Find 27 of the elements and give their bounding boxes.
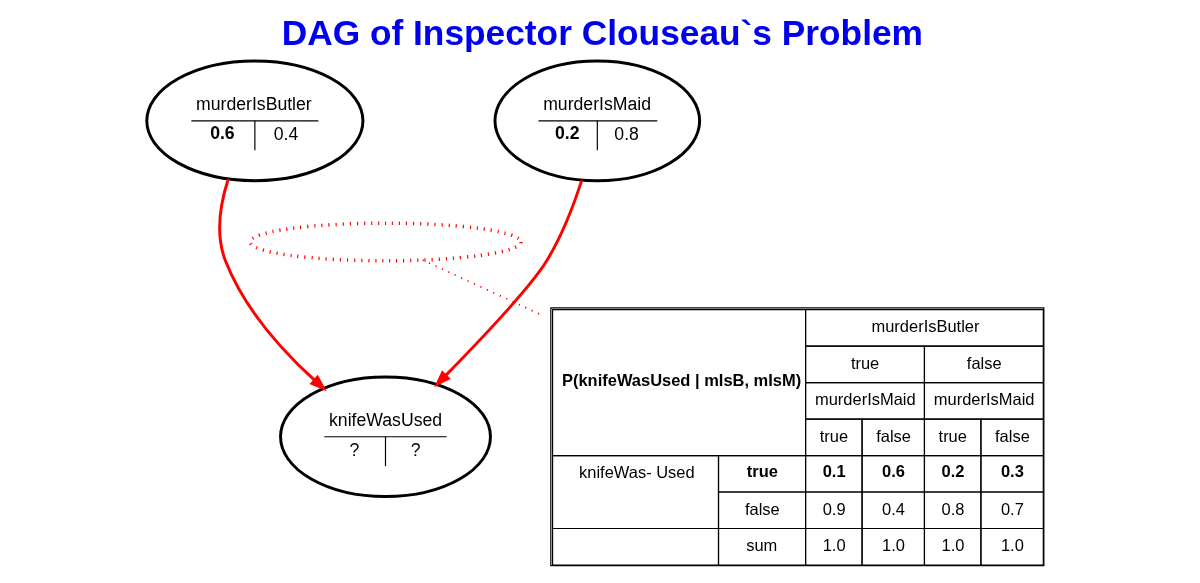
label: false [995,426,1030,445]
label: true [819,426,849,445]
label: sum [746,536,778,555]
label: true [746,461,778,480]
label: 0.8 [941,499,965,518]
label: 0.7 [1000,499,1024,518]
label: 1.0 [882,536,905,555]
label: false [744,499,780,518]
label: 0.4 [882,499,905,518]
label: 0.9 [822,499,846,518]
label: murderIsMaid [933,390,1035,409]
label: true [938,426,967,445]
label: 0.2 [941,461,965,480]
label: 1.0 [822,536,846,555]
label: 0.6 [882,461,905,480]
label: P(knifeWasUsed | mIsB, mIsM) [562,370,802,389]
label: 0.3 [1000,461,1024,480]
label: 1.0 [941,536,965,555]
label: 1.0 [1000,536,1024,555]
label: murderIsMaid [815,390,916,409]
label: false [966,353,1002,372]
label: 0.1 [822,461,846,480]
label: false [876,426,911,445]
label: true [850,353,880,372]
diagram-title: DAG of Inspector Clouseau`s Problem [281,12,924,52]
label: knifeWas- Used [579,463,695,482]
label: murderIsButler [871,317,980,336]
